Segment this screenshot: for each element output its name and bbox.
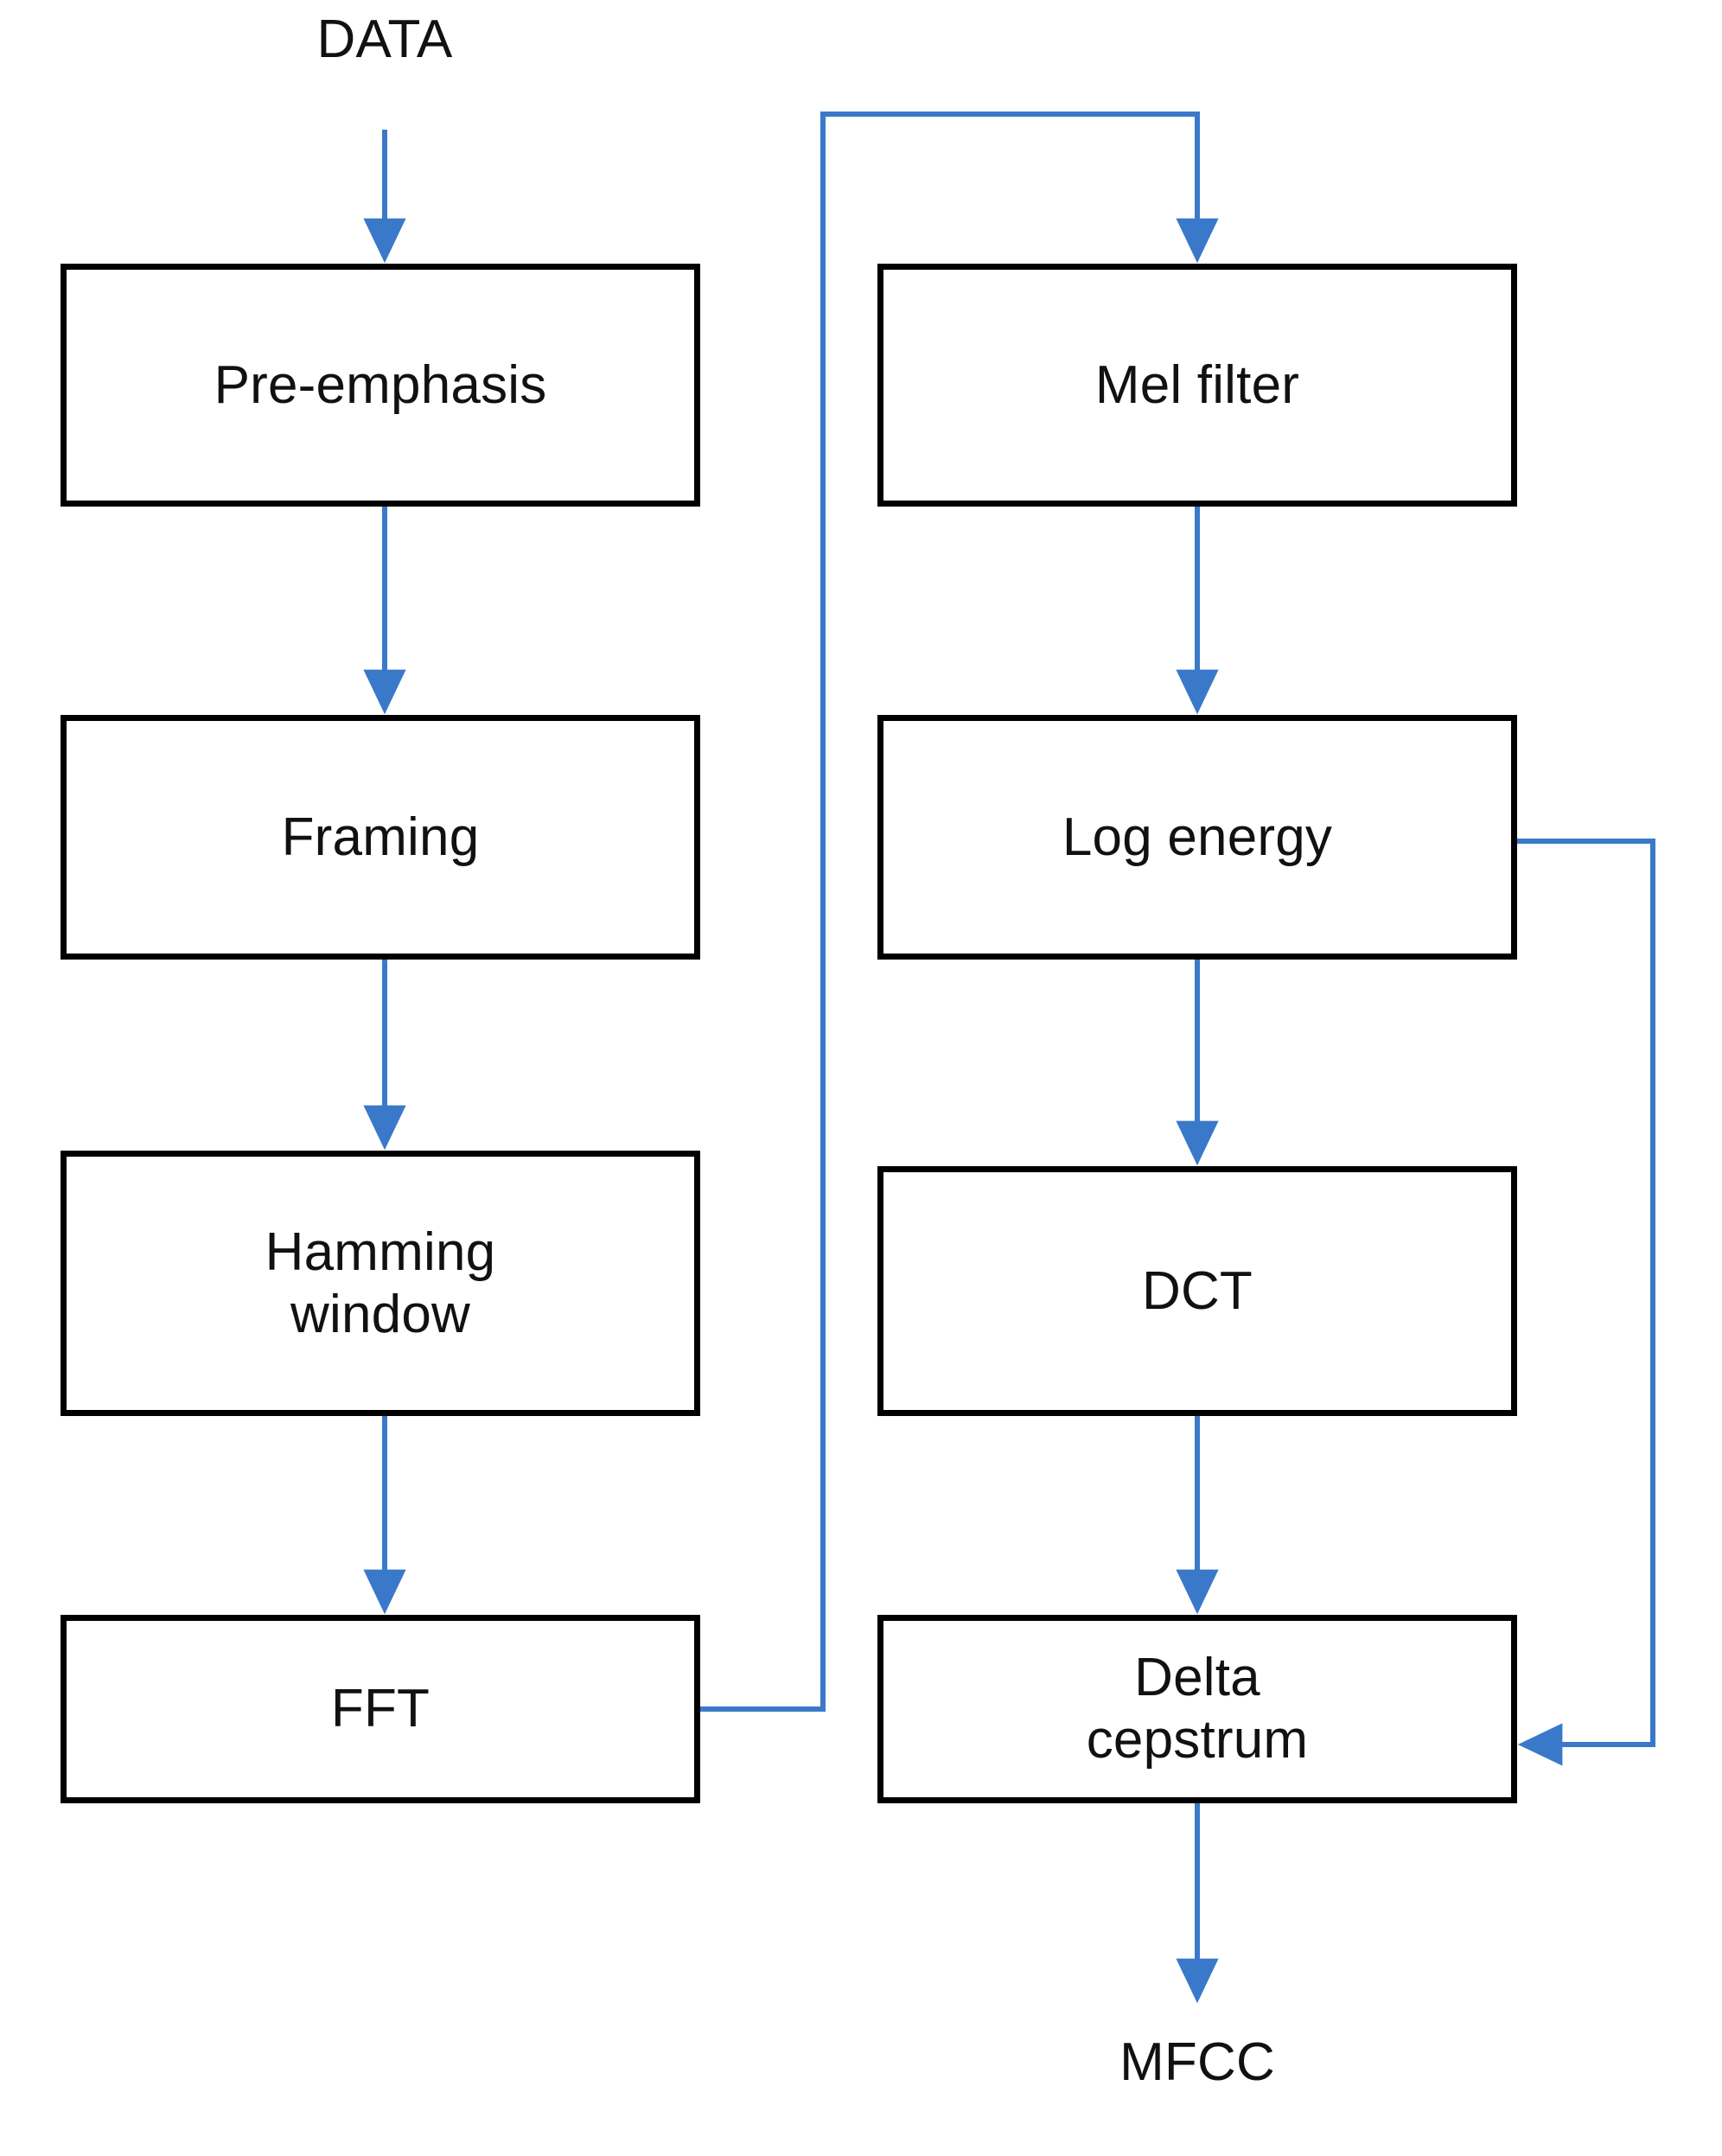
input-label: DATA — [212, 9, 558, 70]
node-label: Log energy — [1062, 807, 1333, 867]
edge-fft-to-mel-filter — [700, 112, 1219, 1712]
node-framing[interactable]: Framing — [61, 715, 700, 960]
node-label: Delta cepstrum — [1086, 1648, 1309, 1770]
node-label: Pre-emphasis — [214, 354, 547, 415]
node-pre-emphasis[interactable]: Pre-emphasis — [61, 264, 700, 507]
output-label-text: MFCC — [1119, 2032, 1275, 2092]
node-label: Framing — [281, 807, 480, 867]
node-fft[interactable]: FFT — [61, 1615, 700, 1803]
node-hamming-window[interactable]: Hamming window — [61, 1151, 700, 1416]
input-label-text: DATA — [316, 10, 453, 69]
output-label: MFCC — [1024, 2032, 1370, 2093]
node-dct[interactable]: DCT — [877, 1166, 1517, 1416]
node-label: Hamming window — [265, 1222, 496, 1344]
node-label: Mel filter — [1094, 354, 1300, 415]
node-mel-filter[interactable]: Mel filter — [877, 264, 1517, 507]
node-delta-cepstrum[interactable]: Delta cepstrum — [877, 1615, 1517, 1803]
node-label: DCT — [1141, 1260, 1253, 1321]
node-log-energy[interactable]: Log energy — [877, 715, 1517, 960]
edge-log-energy-to-delta-cepstrum — [1517, 839, 1655, 1766]
node-label: FFT — [330, 1679, 430, 1739]
